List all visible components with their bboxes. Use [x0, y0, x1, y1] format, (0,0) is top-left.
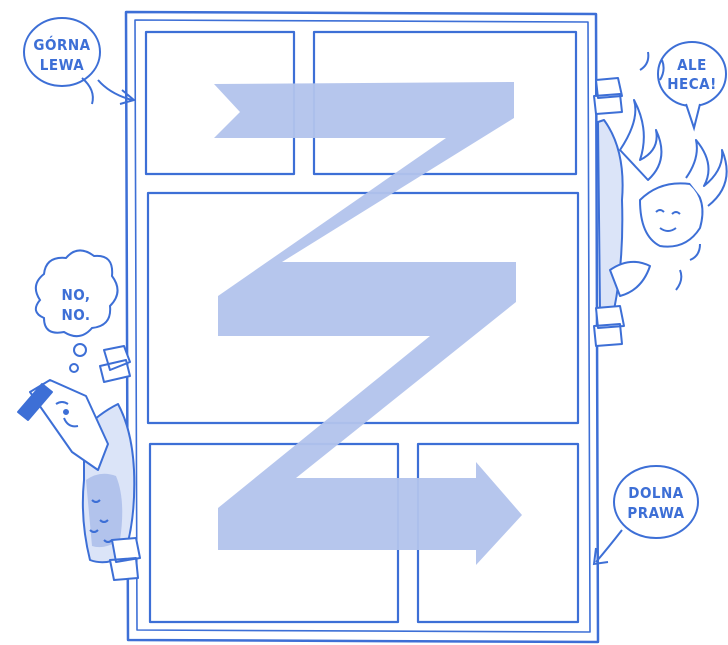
speech-bubble-top-right: ALE HECA! — [658, 42, 726, 128]
speech-bubble-bottom-right: DOLNA PRAWA — [614, 466, 698, 538]
bubble-bottom-right-line2: PRAWA — [627, 504, 684, 522]
speech-bubble-top-left: GÓRNA LEWA — [24, 18, 100, 104]
bubble-left-line2: NO. — [61, 306, 90, 324]
peeking-man-icon — [18, 346, 140, 580]
bubble-left-line1: NO, — [61, 286, 90, 304]
z-arrow-icon — [214, 82, 522, 565]
bubble-bottom-right-line1: DOLNA — [628, 484, 684, 502]
bubble-top-right-line1: ALE — [677, 56, 707, 74]
pointer-arrow-top-left — [98, 80, 134, 104]
bubble-top-right-line2: HECA! — [667, 75, 717, 93]
bubble-top-left-line2: LEWA — [40, 56, 85, 74]
bubble-top-left-line1: GÓRNA — [33, 35, 90, 54]
